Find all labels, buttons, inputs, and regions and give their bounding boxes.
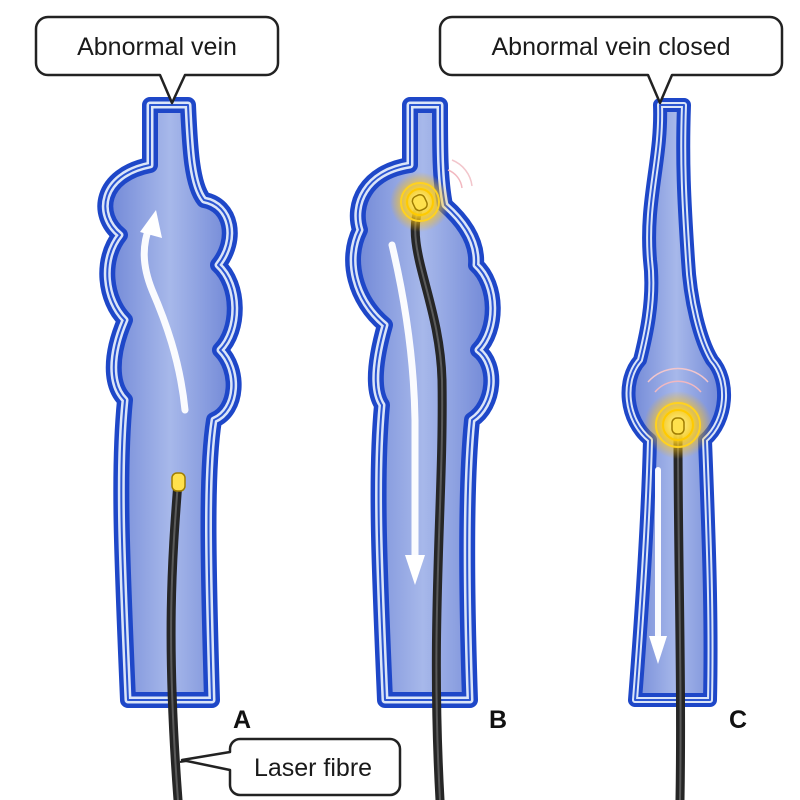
vein-a [97, 97, 243, 708]
callout-abnormal-vein: Abnormal vein [34, 15, 280, 105]
laser-fibre-b [410, 200, 447, 800]
fibre-tip-a [171, 472, 186, 492]
laser-glow-c-icon [644, 367, 712, 459]
fibre-tip-b [411, 194, 428, 212]
callout-abnormal-vein-closed-text: Abnormal vein closed [491, 33, 730, 61]
flow-arrow-down-icon [388, 241, 425, 585]
laser-fibre-a [166, 472, 186, 800]
panel-label-c: C [729, 706, 747, 734]
fibre-tip-c [671, 417, 685, 435]
flow-arrow-down-c-icon [649, 467, 667, 664]
vein-c-inner-line [627, 104, 725, 701]
panel-label-a: A [233, 706, 251, 734]
laser-glow-b-icon [390, 159, 473, 232]
vein-b-inner-line [352, 104, 494, 701]
callout-abnormal-vein-text: Abnormal vein [77, 33, 237, 61]
flow-arrow-up-icon [140, 210, 189, 414]
vein-b [345, 97, 501, 708]
panel-label-b: B [489, 706, 507, 734]
callout-laser-fibre-text: Laser fibre [254, 754, 372, 782]
laser-fibre-c [673, 430, 686, 800]
callout-laser-fibre: Laser fibre [179, 737, 402, 797]
callout-abnormal-vein-closed: Abnormal vein closed [438, 15, 784, 105]
vein-a-inner-line [104, 104, 236, 701]
